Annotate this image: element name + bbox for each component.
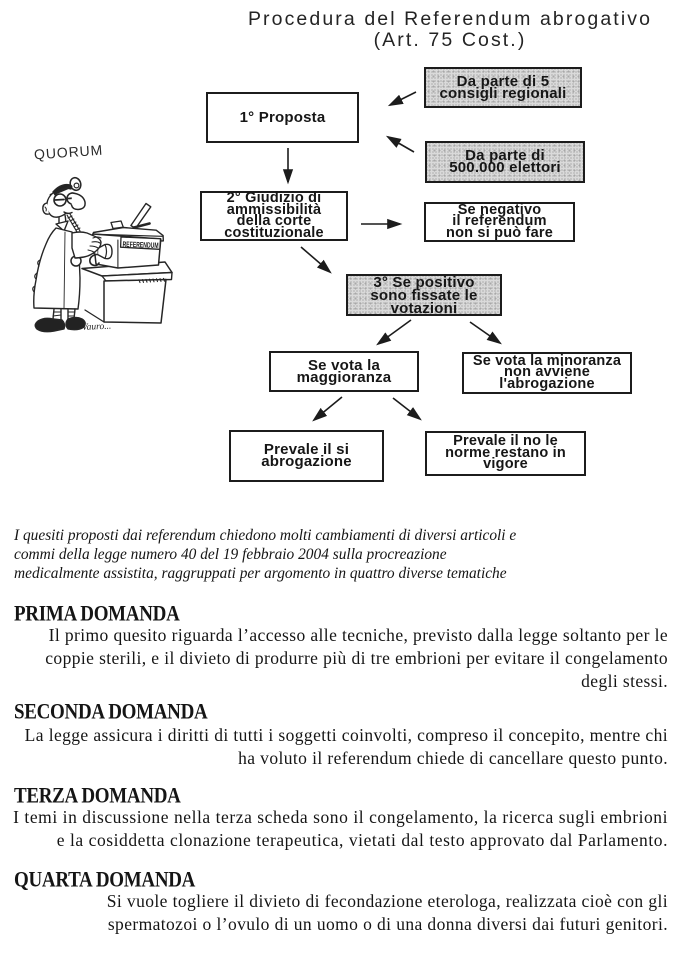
svg-text:REFERENDUM: REFERENDUM <box>122 240 158 250</box>
svg-text:Vauro...: Vauro... <box>82 321 112 333</box>
